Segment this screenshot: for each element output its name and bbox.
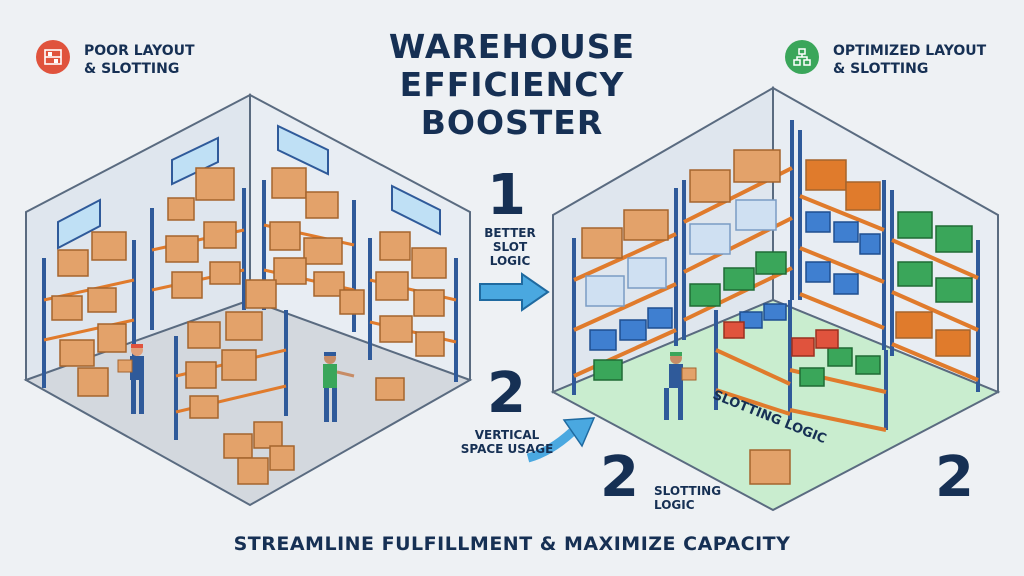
poor-layout-line-2: & SLOTTING <box>84 61 180 77</box>
window <box>57 124 441 250</box>
step-1-label: BETTER SLOT LOGIC <box>484 226 536 268</box>
step-2-number: 2 <box>487 361 526 426</box>
step-3-label: SLOTTING LOGIC <box>654 484 722 512</box>
step-3-number: 2 <box>600 445 639 510</box>
title-line-1: WAREHOUSE <box>388 27 636 66</box>
optimized-layout-label: OPTIMIZED LAYOUT & SLOTTING <box>833 42 986 78</box>
corner-number: 2 <box>935 445 974 510</box>
poor-layout-line-1: POOR LAYOUT <box>84 43 195 59</box>
worker-figure <box>664 352 697 420</box>
poor-layout-label: POOR LAYOUT & SLOTTING <box>84 42 195 78</box>
shelf-boxes-icon <box>36 40 70 74</box>
page-title: WAREHOUSE EFFICIENCY BOOSTER <box>300 28 724 142</box>
worker-figure <box>117 344 144 414</box>
optimized-layout-line-1: OPTIMIZED LAYOUT <box>833 43 987 59</box>
title-line-2: EFFICIENCY <box>399 65 625 104</box>
step-1-number: 1 <box>487 163 526 228</box>
blue-bin <box>589 211 881 351</box>
footer-tagline: STREAMLINE FULFILLMENT & MAXIMIZE CAPACI… <box>233 533 791 555</box>
worker-figure <box>323 352 355 422</box>
cardboard-box <box>51 167 447 485</box>
green-bin <box>593 211 973 387</box>
cardboard-box <box>581 149 791 485</box>
optimized-layout-line-2: & SLOTTING <box>833 61 929 77</box>
orange-bin <box>805 159 971 357</box>
step-2-label: VERTICAL SPACE USAGE <box>460 428 554 456</box>
wrapped-pallet <box>585 199 777 307</box>
arrow-right-icon <box>479 272 550 312</box>
flow-chart-icon <box>785 40 819 74</box>
rack-beam <box>573 166 979 432</box>
arrow-curve-icon <box>526 417 596 463</box>
red-bin <box>723 321 839 357</box>
title-line-3: BOOSTER <box>420 103 604 142</box>
